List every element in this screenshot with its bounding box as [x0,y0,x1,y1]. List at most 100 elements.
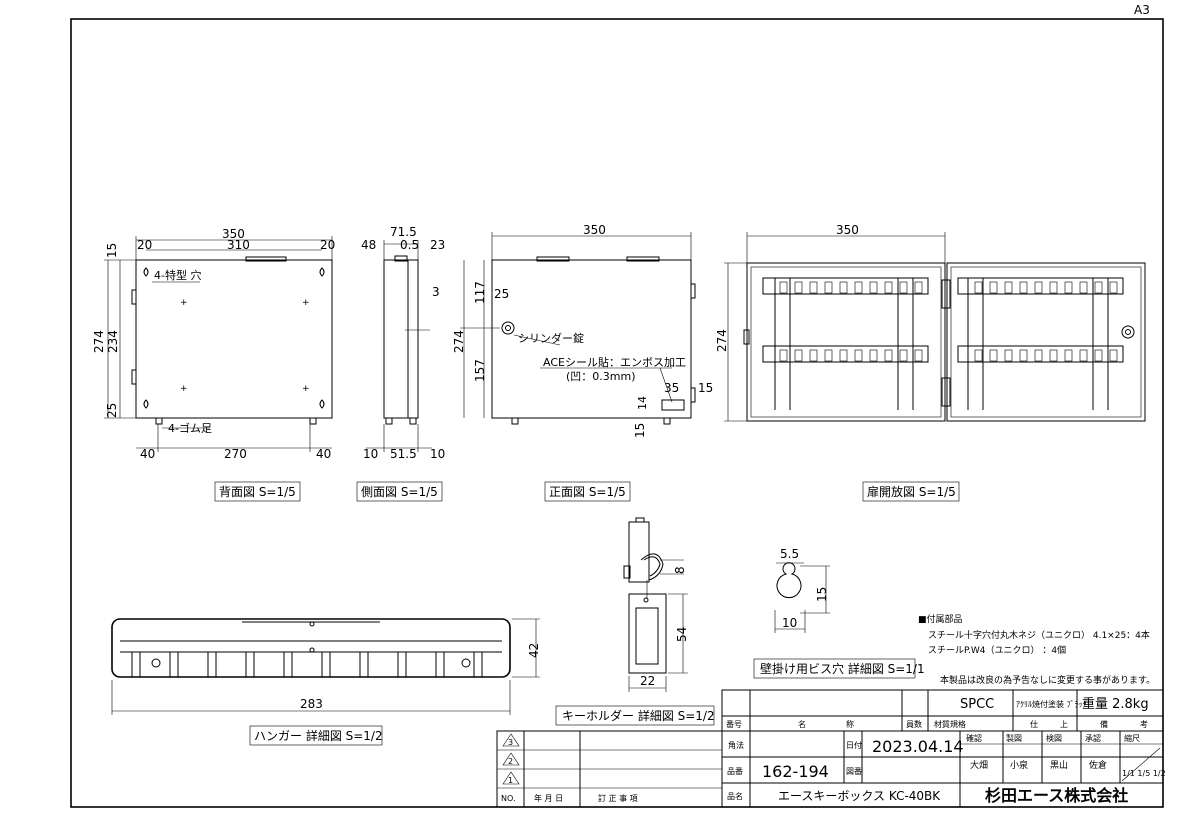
part-no-value: 162-194 [762,762,829,781]
keyholder-dim-hook: 8 [673,566,687,574]
open-view-hook-slot [914,281,923,294]
back-dim-height: 274 [92,330,106,353]
open-view-hook-slot [839,281,848,294]
open-view-hook-slot [1004,281,1013,294]
revision-header-item: 訂 正 事 項 [598,793,638,803]
revision-mark-2: 2 [508,757,513,766]
side-dim-top-c: 23 [430,238,445,252]
company-name: 杉田エース株式会社 [985,786,1128,805]
hanger-caption: ハンガー 詳細図 S=1/2 [254,728,383,743]
weight-value: 重量 2.8kg [1082,696,1149,712]
keyholder-dim-tag-height: 54 [675,627,689,642]
hanger-slot [283,651,293,677]
front-dim-top: 117 [473,281,487,304]
part-no-label: 品番 [727,766,743,776]
open-view-hook-slot [974,349,983,362]
hanger-dim-width: 283 [300,697,323,711]
open-view-hook-slot [989,349,998,362]
product-label: 品名 [727,791,743,801]
open-view-hook-slot [1094,281,1103,294]
header-qty: 員数 [906,719,922,729]
side-dim-top-b: 0.5 [400,238,419,252]
approver-3: 黒山 [1050,760,1068,771]
hanger-slot [207,651,217,677]
title-block-frame [496,689,1164,808]
open-view-hook-slot [974,281,983,294]
keyholder-caption-box [555,705,715,726]
open-view-hook-slot [989,281,998,294]
side-dim-top-a: 48 [361,238,376,252]
header-remarks: 備 [1100,719,1108,729]
open-view-hook-slot [1079,349,1088,362]
approver-4: 佐倉 [1089,759,1107,771]
open-view-hook-slot [854,281,863,294]
open-view-hook-slot [1034,281,1043,294]
front-dim-height: 274 [452,330,466,353]
header-finish: 仕 [1030,719,1038,729]
front-caption: 正面図 S=1/5 [549,485,626,499]
hanger-slot [359,651,369,677]
hanger-slot [435,651,445,677]
sheet-size-label: A3 [1134,3,1150,17]
open-view-hook-slot [884,281,893,294]
revision-mark-1: 1 [508,776,513,785]
side-dim-bottom-mid: 51.5 [390,447,417,461]
side-caption: 側面図 S=1/5 [361,485,438,499]
back-caption: 背面図 S=1/5 [219,485,296,499]
open-view-hook-slot [1049,349,1058,362]
hanger-dim-height: 42 [527,643,541,658]
open-view-hook-slot [1019,349,1028,362]
header-name-2: 称 [846,719,854,729]
front-view [460,232,696,425]
approval-label-2: 製図 [1006,733,1022,743]
back-dim-top: 15 [105,243,119,258]
side-dim-bottom-right: 10 [430,447,445,461]
side-caption-box [356,481,443,502]
open-view-hook-slot [1094,349,1103,362]
approval-label-4: 承認 [1085,733,1101,743]
back-dim-bottom: 25 [105,403,119,418]
hanger-slot [169,651,179,677]
open-view-hook-slot [1109,281,1118,294]
front-note-seal-depth: (凹：0.3mm) [566,370,636,383]
wallhole-caption: 壁掛け用ビス穴 詳細図 S=1/1 [760,661,925,676]
date-label: 日付 [846,740,862,750]
front-caption-box [544,481,631,502]
hanger-view [111,618,540,715]
side-dim-bottom-left: 10 [363,447,378,461]
side-dim-width: 71.5 [390,225,417,239]
open-view-hook-slot [794,349,803,362]
header-finish-2: 上 [1060,720,1068,729]
open-view-hook-slot [779,281,788,294]
back-view: ++ ++ [104,236,333,452]
hanger-slots [131,651,483,677]
hanger-slot [321,651,331,677]
front-dim-bottom: 157 [473,359,487,382]
side-view [366,240,432,452]
projection-label: 角法 [728,740,744,750]
back-dim-inner: 310 [227,238,250,252]
header-name: 名 [798,719,806,729]
open-view-hook-slot [809,349,818,362]
front-note-seal: ACEシール貼：エンボス加工 [543,355,686,369]
open-view-hook-slot [1049,281,1058,294]
front-dim-seal-right: 15 [698,381,713,395]
back-dim-width: 350 [222,227,245,241]
open-view-hook-slot [1064,349,1073,362]
front-note-lock: シリンダー錠 [518,331,584,345]
wallhole-dim-top: 5.5 [780,547,799,561]
header-remarks-2: 考 [1140,720,1148,729]
open-view-hook-slot [854,349,863,362]
drawing-no-label: 図番 [846,766,862,776]
approval-label-3: 検図 [1046,733,1062,743]
open-dim-height: 274 [715,329,729,352]
keyholder-view [623,517,688,692]
svg-text:+: + [302,384,310,394]
wallhole-dim-width: 10 [782,616,797,630]
open-view-hook-slot [899,349,908,362]
back-dim-left-margin: 20 [137,238,152,252]
accessories-title: ■付属部品 [918,613,963,625]
back-dim-bottom-left: 40 [140,447,155,461]
open-view-hook-slot [1109,349,1118,362]
